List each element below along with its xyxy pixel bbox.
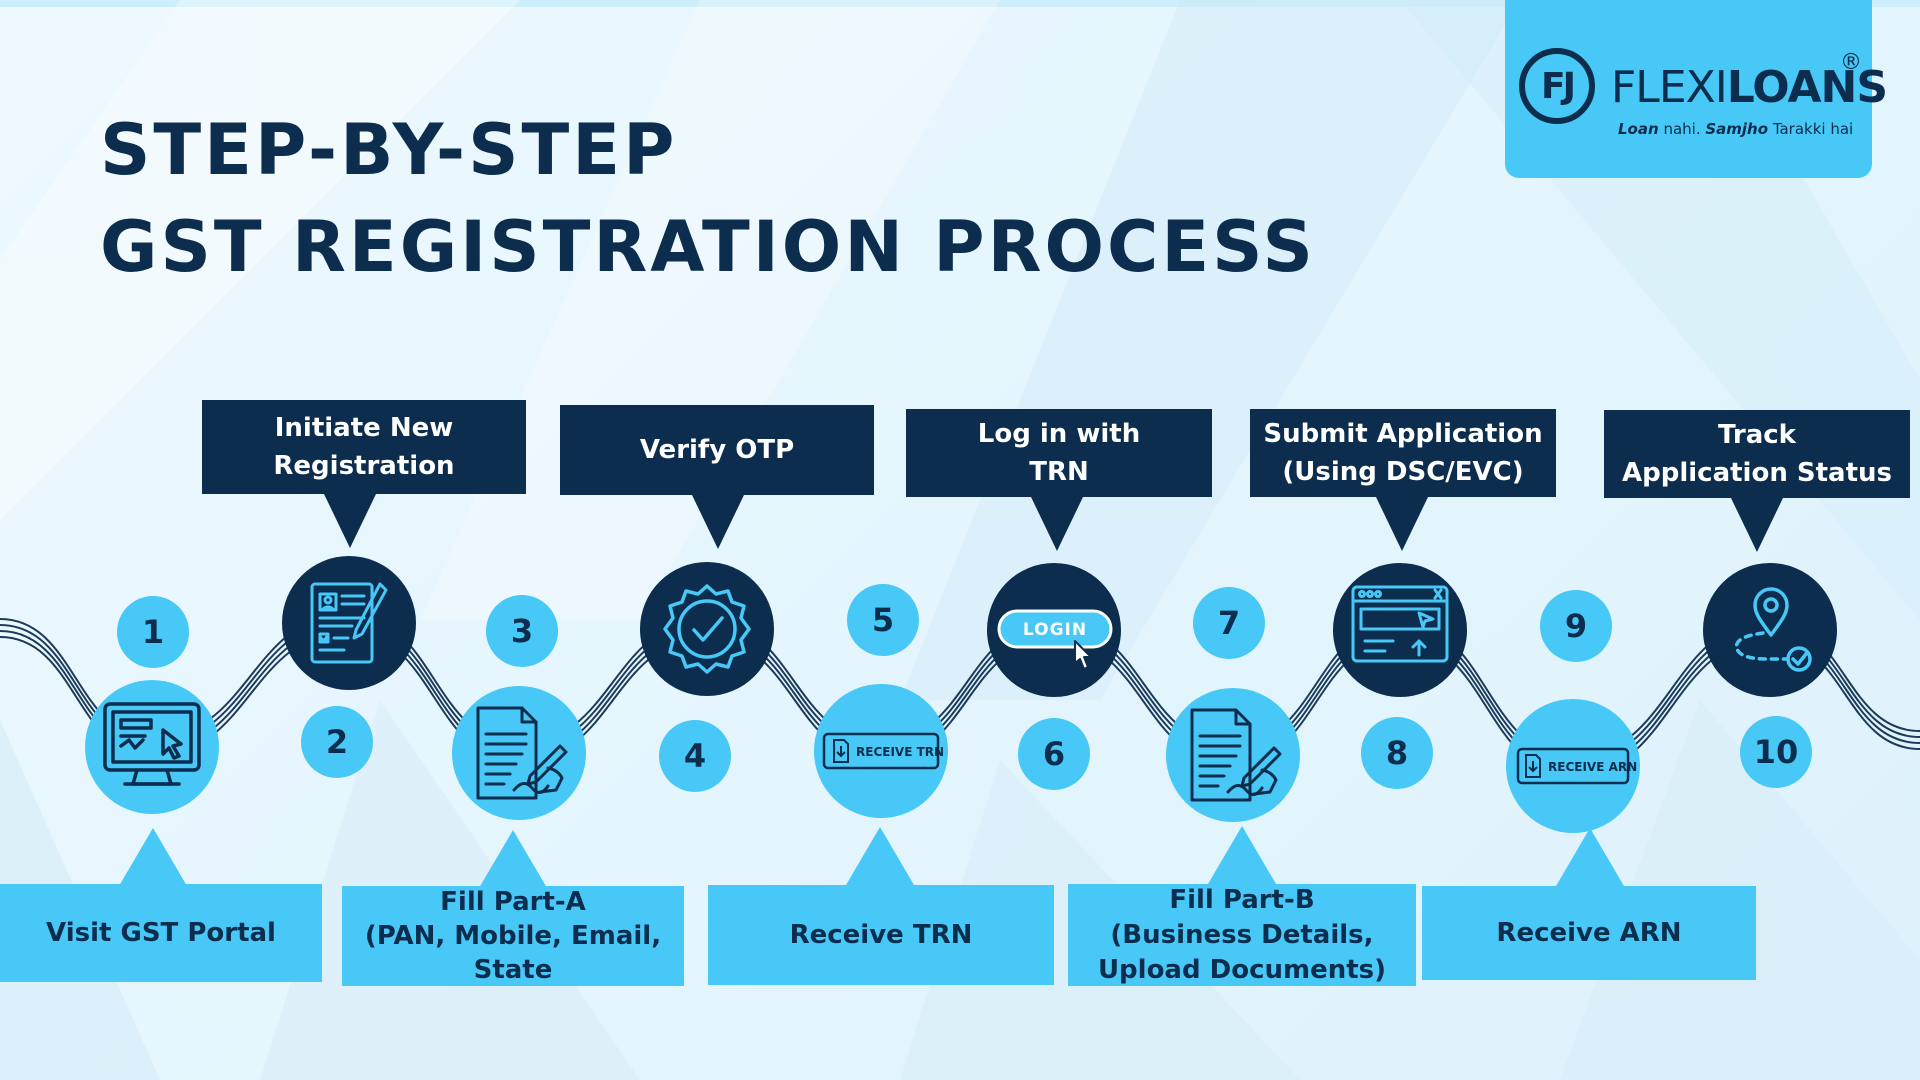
flexiloans-logo: FJ FLEXILOANS ® Loan nahi. Samjho Tarakk… <box>1505 0 1888 178</box>
step-4-number-text: 4 <box>683 737 707 775</box>
step-7-label: Fill Part-B (Business Details, Upload Do… <box>1068 884 1416 986</box>
tagline-samjho: Samjho <box>1705 120 1769 138</box>
login-button-icon: LOGIN <box>997 609 1113 670</box>
step-9-number: 9 <box>1540 590 1612 662</box>
document-signing-icon-2 <box>1190 708 1282 802</box>
browser-window-icon <box>1351 585 1449 663</box>
receive-trn-icon: RECEIVE TRN <box>822 732 944 770</box>
step-8-number: 8 <box>1361 717 1433 789</box>
step-1-label-text: Visit GST Portal <box>46 918 276 948</box>
logo-mark-icon: FJ <box>1519 48 1595 124</box>
top-strip <box>0 0 1920 7</box>
step-3-label: Fill Part-A (PAN, Mobile, Email, State <box>342 886 684 986</box>
step-3-number-text: 3 <box>510 612 534 650</box>
location-pin-route-icon <box>1734 587 1812 672</box>
step-9-pointer <box>1556 828 1624 886</box>
computer-cursor-icon <box>103 702 201 786</box>
step-4-number: 4 <box>659 720 731 792</box>
step-8-pointer <box>1376 497 1428 551</box>
step-9-label: Receive ARN <box>1422 886 1756 980</box>
step-7-pointer <box>1208 826 1276 884</box>
step-2-pointer <box>324 494 376 548</box>
step-6-number: 6 <box>1018 718 1090 790</box>
step-7-number-text: 7 <box>1217 604 1241 642</box>
step-5-label: Receive TRN <box>708 885 1054 985</box>
step-10-label: Track Application Status <box>1604 410 1910 498</box>
step-7-node <box>1166 688 1300 822</box>
receive-trn-icon-text: RECEIVE TRN <box>856 745 944 759</box>
step-4-node <box>640 562 774 696</box>
step-10-number-text: 10 <box>1753 733 1799 771</box>
step-5-number-text: 5 <box>871 601 895 639</box>
logo-tagline: Loan nahi. Samjho Tarakki hai <box>1618 120 1853 138</box>
step-4-label: Verify OTP <box>560 405 874 495</box>
registration-form-icon <box>310 582 388 664</box>
step-10-label-text: Track Application Status <box>1621 420 1892 488</box>
receive-arn-icon-text: RECEIVE ARN <box>1548 760 1637 774</box>
step-9-node: RECEIVE ARN <box>1506 699 1640 833</box>
step-10-node <box>1703 563 1837 697</box>
step-8-label-text: Submit Application (Using DSC/EVC) <box>1263 419 1543 487</box>
step-3-label-text: Fill Part-A (PAN, Mobile, Email, State <box>364 887 662 985</box>
step-1-node <box>85 680 219 814</box>
step-9-label-text: Receive ARN <box>1496 918 1682 948</box>
step-8-node <box>1333 563 1467 697</box>
logo-brand-light: FLEXI <box>1611 62 1728 113</box>
page-title-line-1: STEP-BY-STEP <box>100 109 678 191</box>
step-4-pointer <box>692 495 744 549</box>
step-8-number-text: 8 <box>1385 734 1409 772</box>
step-2-label-text: Initiate New Registration <box>273 413 455 481</box>
step-1-pointer <box>119 828 187 886</box>
step-2-node <box>282 556 416 690</box>
step-5-number: 5 <box>847 584 919 656</box>
step-10-pointer <box>1731 498 1783 552</box>
step-6-node: LOGIN <box>987 563 1121 697</box>
step-7-number: 7 <box>1193 587 1265 659</box>
step-4-label-text: Verify OTP <box>639 435 795 465</box>
step-5-node: RECEIVE TRN <box>814 684 948 818</box>
verified-badge-icon <box>663 584 751 674</box>
receive-arn-icon: RECEIVE ARN <box>1516 747 1637 785</box>
step-6-label: Log in with TRN <box>906 409 1212 497</box>
step-7-label-text: Fill Part-B (Business Details, Upload Do… <box>1097 884 1387 985</box>
document-signing-icon <box>476 706 568 800</box>
step-3-pointer <box>479 830 547 888</box>
page-title-line-2: GST REGISTRATION PROCESS <box>100 206 1316 288</box>
step-8-label: Submit Application (Using DSC/EVC) <box>1250 409 1556 497</box>
step-1-label: Visit GST Portal <box>0 884 322 982</box>
step-2-number: 2 <box>301 706 373 778</box>
step-10-number: 10 <box>1740 716 1812 788</box>
step-9-number-text: 9 <box>1564 607 1588 645</box>
step-3-node <box>452 686 586 820</box>
step-6-number-text: 6 <box>1042 735 1066 773</box>
registered-mark: ® <box>1840 50 1862 75</box>
logo-brand-bold: LOANS <box>1726 62 1888 113</box>
step-1-number-text: 1 <box>141 613 165 651</box>
tagline-rest: Tarakki hai <box>1768 120 1854 138</box>
step-1-number: 1 <box>117 596 189 668</box>
tagline-loan: Loan <box>1618 120 1659 138</box>
logo-brand-name: FLEXILOANS <box>1611 66 1888 110</box>
step-5-label-text: Receive TRN <box>789 920 973 950</box>
step-3-number: 3 <box>486 595 558 667</box>
step-2-label: Initiate New Registration <box>202 400 526 494</box>
tagline-nahi: nahi. <box>1658 120 1706 138</box>
step-2-number-text: 2 <box>325 723 349 761</box>
login-button-icon-text: LOGIN <box>1023 620 1087 640</box>
step-5-pointer <box>846 827 914 885</box>
step-6-pointer <box>1031 497 1083 551</box>
step-6-label-text: Log in with TRN <box>977 419 1141 487</box>
